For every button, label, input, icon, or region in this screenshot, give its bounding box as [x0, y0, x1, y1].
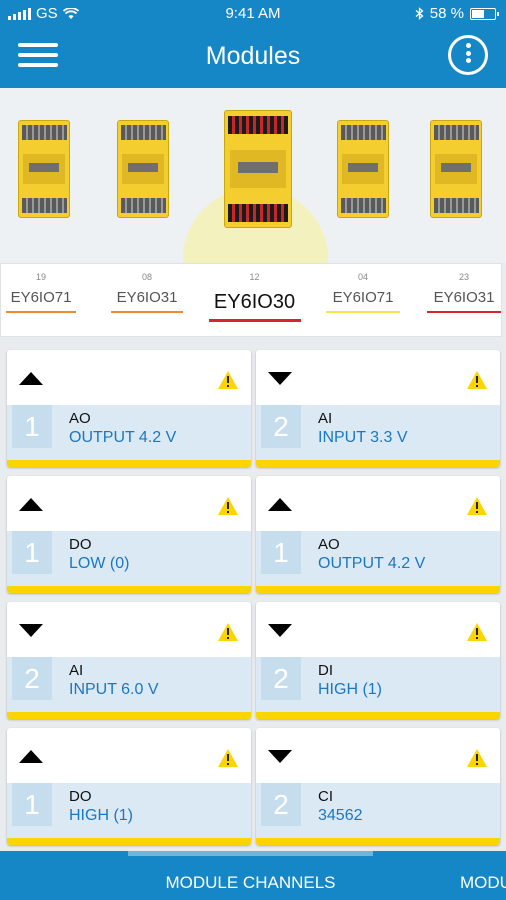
module-image[interactable] [337, 120, 389, 218]
channel-value: HIGH (1) [69, 807, 133, 824]
module-carousel[interactable] [0, 88, 506, 263]
wifi-icon [62, 7, 79, 19]
channel-status-stripe [256, 712, 500, 719]
carrier-name: GS [36, 5, 58, 22]
channel-direction-icon [19, 498, 43, 511]
warning-icon[interactable] [466, 496, 488, 516]
tab-module-channels[interactable]: MODULE CHANNELS [165, 873, 336, 892]
channel-status-stripe [7, 712, 251, 719]
module-image[interactable] [117, 120, 169, 218]
warning-icon[interactable] [217, 496, 239, 516]
channel-type: CI [318, 788, 333, 805]
channel-number: 2 [261, 783, 301, 826]
channel-status-stripe [256, 586, 500, 593]
channel-type: DO [69, 536, 92, 553]
channel-type: DO [69, 788, 92, 805]
channel-card[interactable]: 1 AO OUTPUT 4.2 V [7, 350, 251, 467]
module-color-line [5, 311, 77, 313]
channel-value: INPUT 3.3 V [318, 429, 408, 446]
module-color-line [427, 311, 501, 313]
channel-status-stripe [7, 838, 251, 845]
channel-body: 2 DI HIGH (1) [256, 657, 500, 717]
module-image[interactable] [430, 120, 482, 218]
bottom-tab-bar: MODULE CHANNELS MODU [0, 851, 506, 900]
warning-icon[interactable] [466, 622, 488, 642]
channel-body: 1 AO OUTPUT 4.2 V [7, 405, 251, 465]
channel-value: OUTPUT 4.2 V [69, 429, 177, 446]
channel-grid: 1 AO OUTPUT 4.2 V 2 AI INPUT 3.3 V 1 DO … [0, 337, 506, 851]
battery-icon [470, 7, 499, 20]
channel-status-stripe [7, 460, 251, 467]
channel-body: 1 AO OUTPUT 4.2 V [256, 531, 500, 591]
module-image[interactable] [18, 120, 70, 218]
channel-direction-icon [19, 750, 43, 763]
channel-number: 2 [12, 657, 52, 700]
channel-number: 1 [12, 531, 52, 574]
module-color-line [208, 319, 301, 322]
channel-direction-icon [268, 498, 292, 511]
channel-card[interactable]: 1 DO LOW (0) [7, 476, 251, 593]
nav-bar: Modules [0, 26, 506, 88]
battery-percent: 58 % [429, 5, 464, 22]
channel-body: 2 AI INPUT 6.0 V [7, 657, 251, 717]
channel-direction-icon [19, 372, 43, 385]
channel-number: 2 [261, 657, 301, 700]
channel-body: 1 DO LOW (0) [7, 531, 251, 591]
channel-body: 1 DO HIGH (1) [7, 783, 251, 843]
channel-direction-icon [268, 372, 292, 385]
channel-status-stripe [256, 460, 500, 467]
channel-body: 2 CI 34562 [256, 783, 500, 843]
channel-number: 1 [12, 405, 52, 448]
channel-card[interactable]: 2 AI INPUT 3.3 V [256, 350, 500, 467]
channel-number: 2 [261, 405, 301, 448]
channel-type: AO [318, 536, 340, 553]
warning-icon[interactable] [217, 748, 239, 768]
channel-card[interactable]: 2 DI HIGH (1) [256, 602, 500, 719]
hamburger-menu-icon[interactable] [18, 38, 58, 74]
channel-status-stripe [7, 586, 251, 593]
warning-icon[interactable] [466, 370, 488, 390]
channel-status-stripe [256, 838, 500, 845]
bluetooth-icon [415, 7, 424, 20]
status-bar: GS 9:41 AM 58 % [0, 0, 506, 26]
channel-card[interactable]: 2 AI INPUT 6.0 V [7, 602, 251, 719]
channel-type: AI [69, 662, 84, 679]
channel-value: INPUT 6.0 V [69, 681, 159, 698]
channel-direction-icon [268, 624, 292, 637]
channel-direction-icon [19, 624, 43, 637]
channel-value: HIGH (1) [318, 681, 382, 698]
warning-icon[interactable] [217, 622, 239, 642]
warning-icon[interactable] [466, 748, 488, 768]
module-image-selected[interactable] [224, 110, 292, 228]
page-title: Modules [205, 42, 301, 70]
warning-icon[interactable] [217, 370, 239, 390]
channel-card[interactable]: 2 CI 34562 [256, 728, 500, 845]
channel-type: DI [318, 662, 333, 679]
channel-card[interactable]: 1 AO OUTPUT 4.2 V [256, 476, 500, 593]
tab-next[interactable]: MODU [460, 873, 506, 892]
signal-icon [8, 7, 31, 20]
module-color-line [111, 311, 183, 313]
channel-value: LOW (0) [69, 555, 130, 572]
active-tab-indicator [128, 851, 373, 856]
status-time: 9:41 AM [225, 5, 281, 22]
channel-value: 34562 [318, 807, 363, 824]
module-color-line [326, 311, 400, 313]
channel-card[interactable]: 1 DO HIGH (1) [7, 728, 251, 845]
channel-number: 1 [261, 531, 301, 574]
channel-number: 1 [12, 783, 52, 826]
channel-type: AO [69, 410, 91, 427]
channel-body: 2 AI INPUT 3.3 V [256, 405, 500, 465]
channel-type: AI [318, 410, 333, 427]
channel-value: OUTPUT 4.2 V [318, 555, 426, 572]
channel-direction-icon [268, 750, 292, 763]
more-options-icon[interactable] [448, 35, 488, 75]
